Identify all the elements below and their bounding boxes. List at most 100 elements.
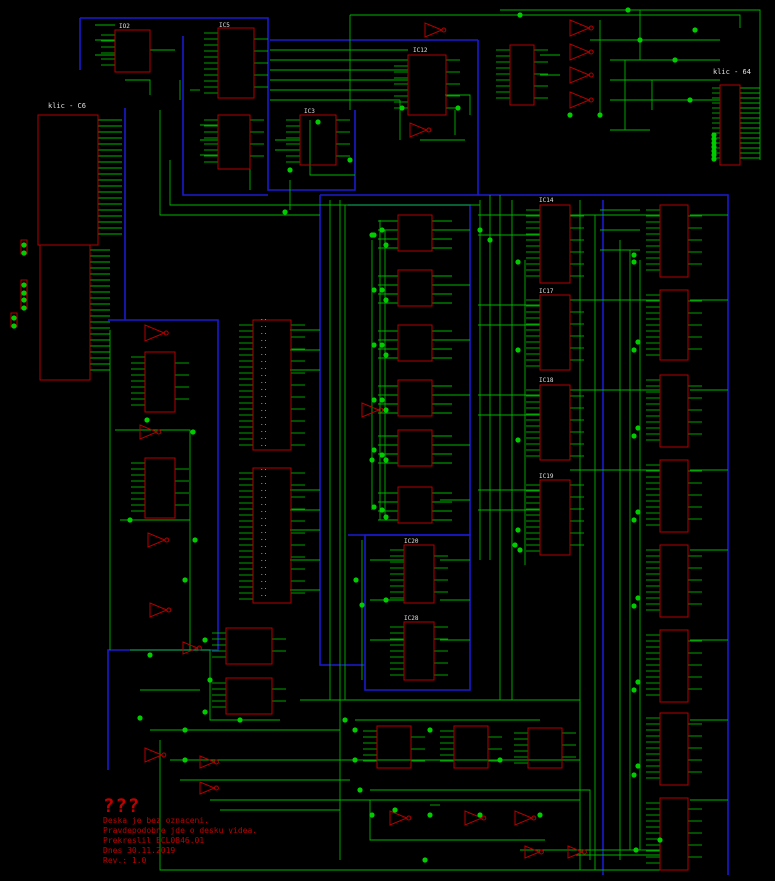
- junction-dot: [21, 290, 27, 296]
- buffer-gate: [182, 641, 199, 655]
- junction-dot: [633, 847, 639, 853]
- junction-dot: [635, 509, 641, 515]
- buffer-gate: [147, 532, 167, 548]
- chip-label-ic17: IC17: [539, 288, 554, 295]
- buffer-gate: [361, 402, 381, 418]
- junction-dot: [207, 677, 213, 683]
- junction-dot: [625, 7, 631, 13]
- chip-outline: [453, 725, 489, 769]
- connector-label-right: klic - 64: [713, 68, 751, 76]
- junction-dot: [631, 433, 637, 439]
- chip-label-ic2: IO2: [119, 23, 130, 30]
- chip-label-ic14: IC14: [539, 197, 554, 204]
- svg-text:..: ..: [260, 549, 267, 556]
- junction-dot: [427, 812, 433, 818]
- flip-flop-outline: [397, 324, 433, 362]
- svg-text:..: ..: [260, 329, 267, 336]
- junction-dot: [515, 347, 521, 353]
- junction-dot: [537, 812, 543, 818]
- junction-dot: [635, 763, 641, 769]
- junction-dot: [631, 687, 637, 693]
- chip-outline: [527, 727, 563, 769]
- junction-dot: [635, 595, 641, 601]
- svg-text:..: ..: [260, 514, 267, 521]
- chip-label-ic19: IC19: [539, 473, 554, 480]
- junction-dot: [635, 339, 641, 345]
- buffer-gate: [389, 810, 409, 826]
- buffer-gate: [144, 747, 164, 763]
- connector-label-left: klic - C6: [48, 102, 86, 110]
- svg-text:..: ..: [260, 472, 267, 479]
- junction-dot: [711, 140, 717, 146]
- svg-text:..: ..: [260, 465, 267, 472]
- junction-dot: [515, 527, 521, 533]
- notes-line-5: Rev.: 1.0: [103, 856, 147, 865]
- junction-dot: [379, 227, 385, 233]
- svg-text:..: ..: [260, 500, 267, 507]
- junction-dot: [711, 152, 717, 158]
- junction-dot: [182, 727, 188, 733]
- junction-dot: [21, 250, 27, 256]
- chip-outline: [225, 627, 273, 665]
- buffer-gate: [567, 845, 584, 859]
- buffer-gate: [409, 122, 429, 138]
- chip-outline: [225, 677, 273, 715]
- junction-dot: [515, 259, 521, 265]
- chip-outline: [144, 351, 176, 413]
- svg-text:..: ..: [260, 322, 267, 329]
- junction-dot: [399, 105, 405, 111]
- bus-lines: [79, 17, 729, 875]
- chip-outline: [403, 544, 435, 604]
- junction-dot: [672, 57, 678, 63]
- junction-dot: [657, 837, 663, 843]
- junction-dot: [383, 514, 389, 520]
- junction-dot: [497, 757, 503, 763]
- flip-flop-outline: [397, 379, 433, 417]
- junction-dot: [692, 27, 698, 33]
- junction-dot: [371, 397, 377, 403]
- junction-dots: [11, 7, 717, 863]
- chip-outline: [539, 294, 571, 371]
- junction-dot: [21, 305, 27, 311]
- buffer-gate: [514, 810, 534, 826]
- chip-outline: [659, 289, 689, 361]
- junction-dot: [371, 504, 377, 510]
- svg-text:..: ..: [260, 378, 267, 385]
- chip-outline: [39, 244, 91, 381]
- svg-text:..: ..: [260, 591, 267, 598]
- chip-outline: [217, 27, 255, 99]
- junction-dot: [182, 577, 188, 583]
- chip-outline: [719, 84, 741, 166]
- svg-text:..: ..: [260, 542, 267, 549]
- junction-dot: [347, 157, 353, 163]
- notes-line-3: Prekreslil ECL0846.01: [103, 836, 205, 845]
- chip-outline: [539, 384, 571, 461]
- chip-label-ic5: IC5: [219, 22, 230, 29]
- junction-dot: [379, 287, 385, 293]
- buffer-gate: [569, 91, 591, 109]
- junction-dot: [711, 156, 717, 162]
- chip-outline: [37, 114, 99, 246]
- notes-line-1: Deska je bez oznaceni.: [103, 816, 209, 825]
- buffer-gate: [144, 324, 166, 342]
- junction-dot: [359, 602, 365, 608]
- junction-dot: [517, 547, 523, 553]
- junction-dot: [711, 148, 717, 154]
- junction-dot: [352, 727, 358, 733]
- junction-dot: [192, 537, 198, 543]
- svg-text:..: ..: [260, 406, 267, 413]
- junction-dot: [635, 679, 641, 685]
- svg-text:..: ..: [260, 584, 267, 591]
- chip-outline: [217, 114, 251, 170]
- chip-outline: [539, 204, 571, 284]
- junction-dot: [711, 136, 717, 142]
- chip-outline: [403, 621, 435, 681]
- junction-dot: [369, 232, 375, 238]
- buffer-gate: [199, 755, 216, 769]
- junction-dot: [237, 717, 243, 723]
- svg-text:..: ..: [260, 556, 267, 563]
- junction-dot: [371, 342, 377, 348]
- svg-text:..: ..: [260, 507, 267, 514]
- svg-text:..: ..: [260, 528, 267, 535]
